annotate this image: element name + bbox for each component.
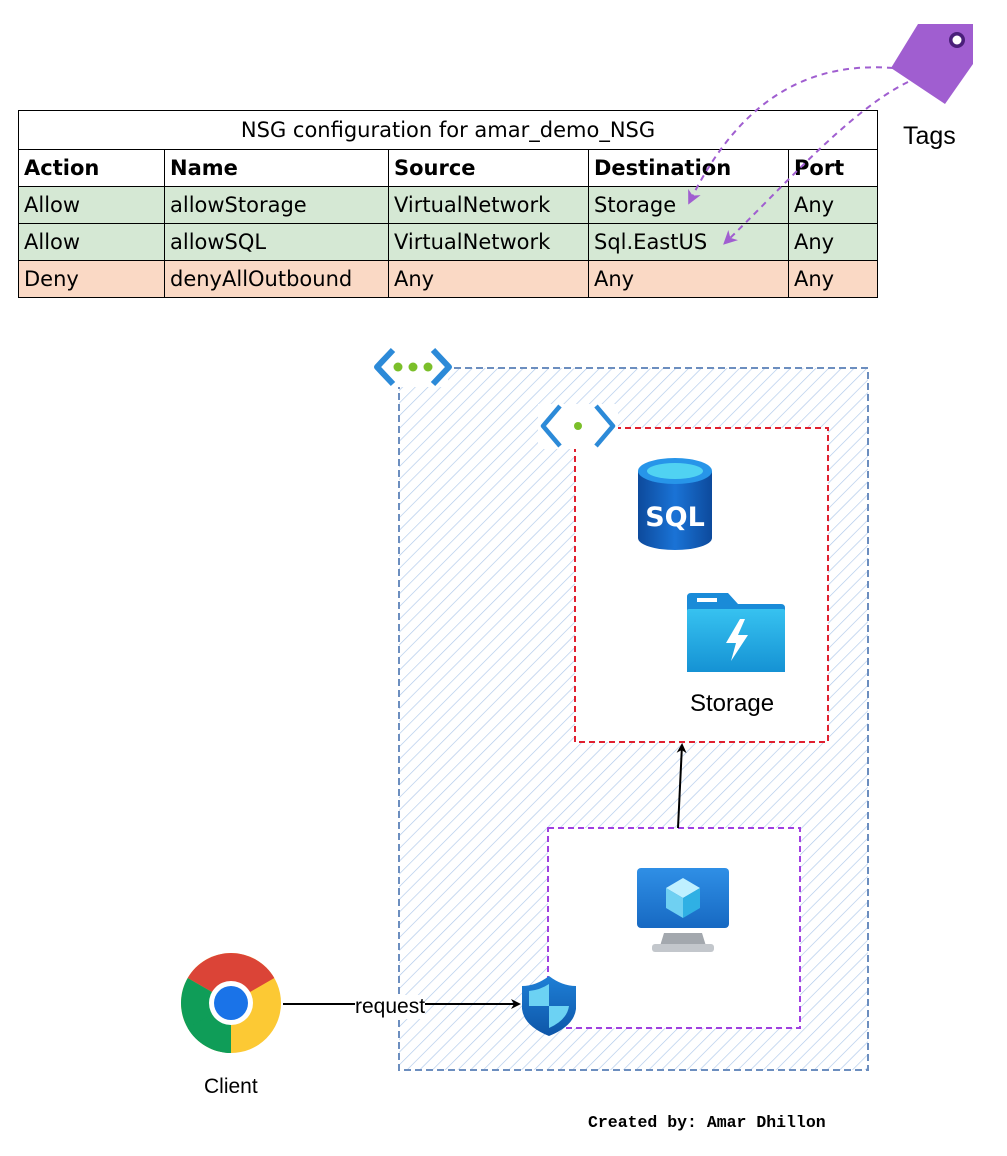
vm-to-data-subnet-arrow	[676, 743, 687, 829]
nsg-table-header-row: Action Name Source Destination Port	[18, 149, 879, 187]
nsg-table-title: NSG configuration for amar_demo_NSG	[17, 110, 879, 150]
subnet-icon	[538, 404, 618, 449]
tag-icon	[891, 24, 973, 104]
table-row: Allow allowStorage VirtualNetwork Storag…	[18, 186, 879, 224]
cell-action: Allow	[18, 186, 165, 224]
sql-database-icon: SQL	[638, 458, 712, 550]
tags-label: Tags	[903, 122, 956, 150]
column-header-destination: Destination	[588, 149, 789, 187]
cell-name: allowSQL	[164, 223, 389, 261]
cell-source: VirtualNetwork	[388, 186, 589, 224]
virtual-machine-icon	[637, 868, 729, 952]
cell-name: denyAllOutbound	[164, 260, 389, 298]
cell-port: Any	[787, 223, 879, 261]
column-header-source: Source	[388, 149, 589, 187]
storage-icon	[687, 593, 785, 672]
cell-name: allowStorage	[164, 186, 389, 224]
sql-icon-text: SQL	[645, 502, 705, 533]
storage-label: Storage	[690, 690, 775, 717]
chrome-browser-icon	[181, 953, 281, 1053]
creator-credit: Created by: Amar Dhillon	[588, 1113, 826, 1132]
cell-port: Any	[787, 260, 879, 298]
cell-action: Allow	[18, 223, 165, 261]
tag-to-storage-arrow	[688, 66, 894, 205]
cell-action: Deny	[18, 260, 165, 298]
tag-to-sql-arrow	[723, 81, 909, 245]
request-label: request	[355, 995, 426, 1019]
vnet-icon	[374, 345, 452, 387]
client-label: Client	[204, 1075, 258, 1098]
cell-destination: Any	[588, 260, 789, 298]
nsg-config-table: NSG configuration for amar_demo_NSG Acti…	[17, 110, 879, 298]
table-row: Deny denyAllOutbound Any Any Any	[18, 260, 879, 298]
cell-port: Any	[787, 186, 879, 224]
cell-destination: Storage	[588, 186, 789, 224]
nsg-shield-icon	[522, 976, 576, 1036]
column-header-port: Port	[787, 149, 879, 187]
cell-source: Any	[388, 260, 589, 298]
